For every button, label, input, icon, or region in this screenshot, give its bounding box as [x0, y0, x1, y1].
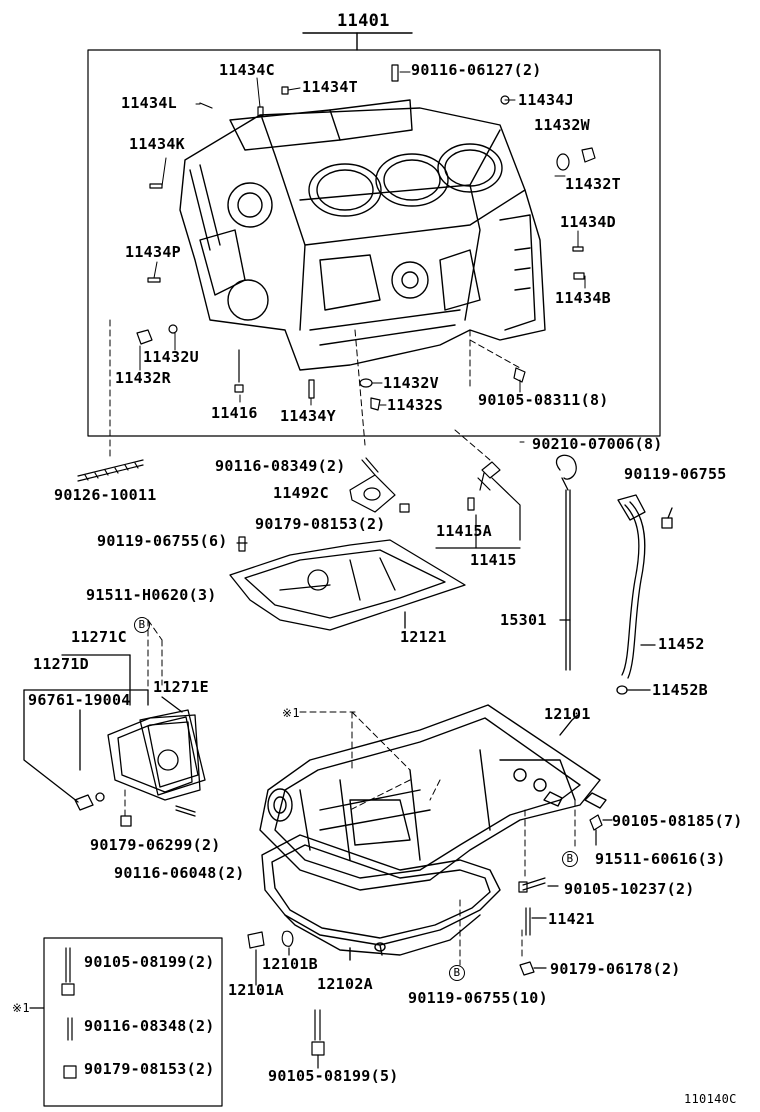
- label-11434j: 11434J: [518, 91, 574, 109]
- label-11434d: 11434D: [560, 213, 616, 231]
- label-12101b: 12101B: [262, 955, 318, 973]
- label-90179-08153-a: 90179-08153(2): [255, 515, 386, 533]
- label-90119-06755-a: 90119-06755: [624, 465, 727, 483]
- label-90179-06299: 90179-06299(2): [90, 836, 221, 854]
- block-small-parts: [136, 64, 596, 411]
- label-91511-60616: 91511-60616(3): [595, 850, 726, 868]
- pan-fasteners: [247, 814, 613, 1069]
- note-mark-pan: ※1: [282, 706, 300, 720]
- note-mark-box: ※1: [12, 1001, 30, 1015]
- label-11432s: 11432S: [387, 396, 443, 414]
- label-90119-06755-b: 90119-06755(6): [97, 532, 228, 550]
- ref-mark-b-2: B: [562, 851, 578, 867]
- label-11452b: 11452B: [652, 681, 708, 699]
- label-12121: 12121: [400, 628, 447, 646]
- label-11432r: 11432R: [115, 369, 171, 387]
- label-12101: 12101: [544, 705, 591, 723]
- label-90116-06048: 90116-06048(2): [114, 864, 245, 882]
- label-11432w: 11432W: [534, 116, 590, 134]
- label-11434b: 11434B: [555, 289, 611, 307]
- cylinder-block-frame: [87, 32, 661, 437]
- label-11434k: 11434K: [129, 135, 185, 153]
- label-12102a: 12102A: [317, 975, 373, 993]
- label-11401: 11401: [337, 11, 390, 31]
- label-11271c: 11271C: [71, 628, 127, 646]
- label-11434y: 11434Y: [280, 407, 336, 425]
- label-11434l: 11434L: [121, 94, 177, 112]
- label-11271d: 11271D: [33, 655, 89, 673]
- label-11434t: 11434T: [302, 78, 358, 96]
- dipstick-15301: [555, 454, 577, 671]
- label-11271e: 11271E: [153, 678, 209, 696]
- label-90179-08153-b: 90179-08153(2): [84, 1060, 215, 1078]
- label-11434p: 11434P: [125, 243, 181, 261]
- label-11432t: 11432T: [565, 175, 621, 193]
- label-90105-08185: 90105-08185(7): [612, 812, 743, 830]
- stud-90126: [77, 459, 144, 482]
- oil-pump-cover-group: [23, 654, 206, 827]
- gasket-11492c-group: [236, 457, 410, 552]
- label-11434c: 11434C: [219, 61, 275, 79]
- guide-tube-11452: [616, 494, 673, 695]
- label-11416: 11416: [211, 404, 258, 422]
- diagram-code: 110140C: [684, 1092, 737, 1106]
- label-96761-19004: 96761-19004: [28, 691, 131, 709]
- note-box: [29, 937, 223, 1107]
- label-11421: 11421: [548, 910, 595, 928]
- ref-mark-b-1: B: [134, 617, 150, 633]
- sensor-11415: [435, 461, 521, 549]
- label-90105-08311: 90105-08311(8): [478, 391, 609, 409]
- label-11432u: 11432U: [143, 348, 199, 366]
- label-12101a: 12101A: [228, 981, 284, 999]
- label-15301: 15301: [500, 611, 547, 629]
- label-90126-10011: 90126-10011: [54, 486, 157, 504]
- label-11415a: 11415A: [436, 522, 492, 540]
- dashed-guides: [109, 319, 576, 966]
- leader-lines-top: [139, 71, 586, 443]
- ref-mark-b-3: B: [449, 965, 465, 981]
- oil-pan-12101: [259, 704, 607, 891]
- label-11415: 11415: [470, 551, 517, 569]
- label-90119-06755-c: 90119-06755(10): [408, 989, 548, 1007]
- label-90210-07006: 90210-07006(8): [532, 435, 663, 453]
- label-90116-08349: 90116-08349(2): [215, 457, 346, 475]
- label-11492c: 11492C: [273, 484, 329, 502]
- label-90179-06178: 90179-06178(2): [550, 960, 681, 978]
- label-90105-08199-b: 90105-08199(5): [268, 1067, 399, 1085]
- baffle-plate-12121: [229, 539, 466, 631]
- label-11432v: 11432V: [383, 374, 439, 392]
- label-11452: 11452: [658, 635, 705, 653]
- label-90116-08348: 90116-08348(2): [84, 1017, 215, 1035]
- label-90105-08199-a: 90105-08199(2): [84, 953, 215, 971]
- label-90105-10237: 90105-10237(2): [564, 880, 695, 898]
- label-90116-06127: 90116-06127(2): [411, 61, 542, 79]
- oil-pan-12102a: [261, 834, 501, 961]
- label-91511-h0620: 91511-H0620(3): [86, 586, 217, 604]
- cylinder-block-illustration: [179, 99, 546, 371]
